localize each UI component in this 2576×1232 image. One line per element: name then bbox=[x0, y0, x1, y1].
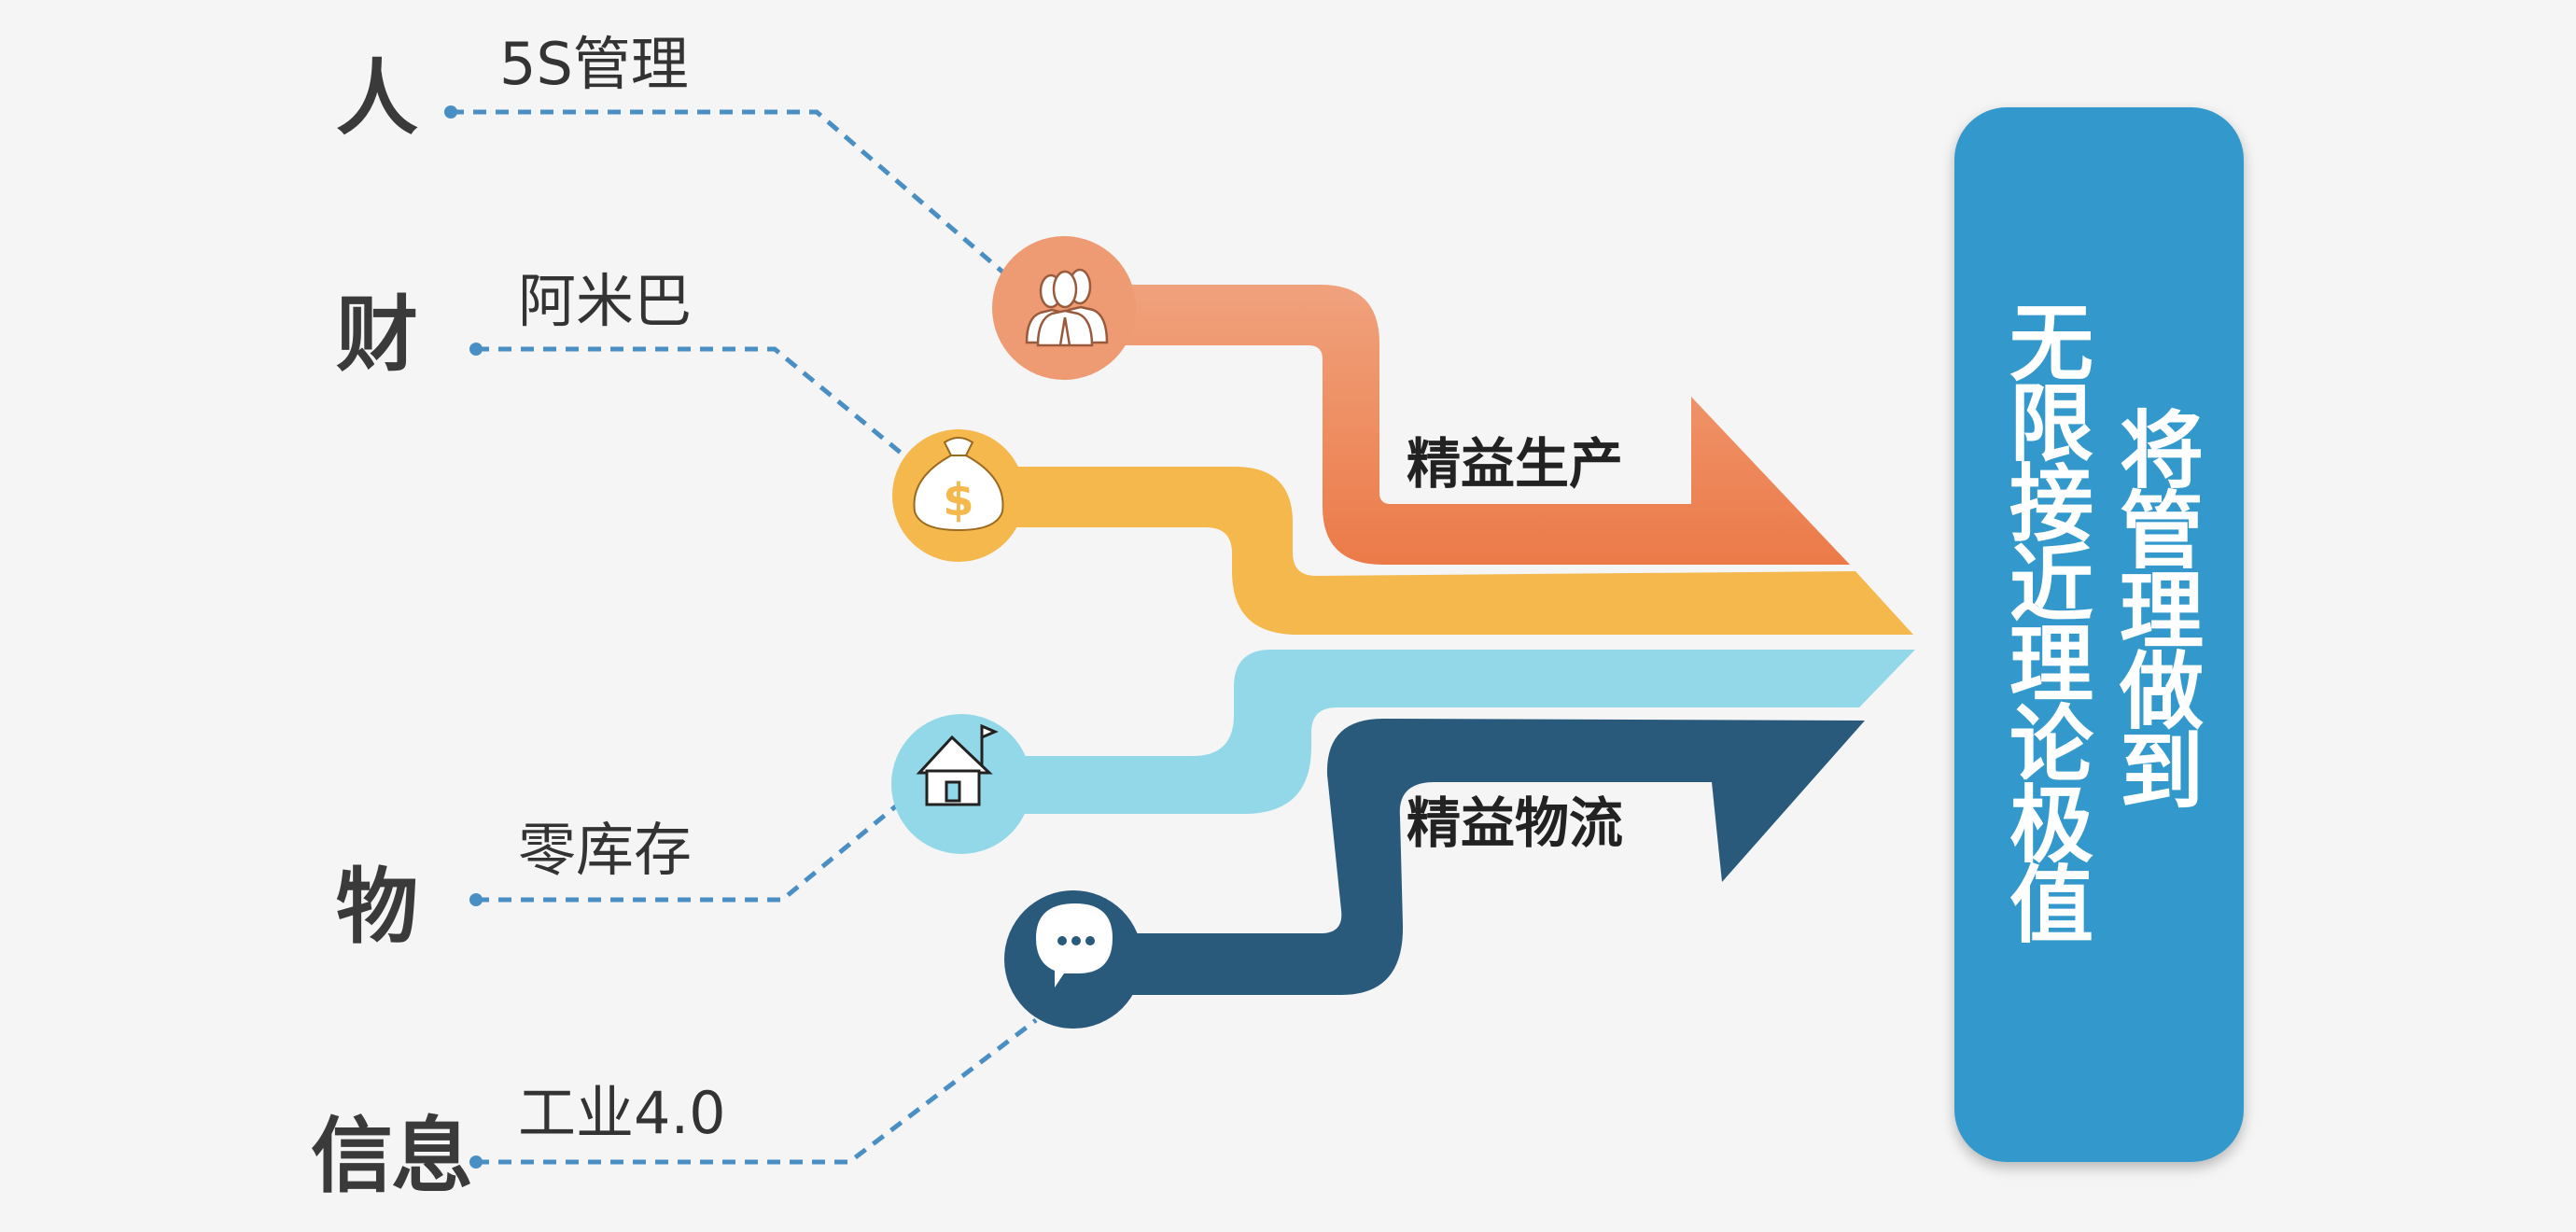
connector-materials bbox=[476, 803, 900, 903]
people-icon bbox=[1025, 268, 1109, 347]
connector-dot-people bbox=[444, 105, 457, 119]
category-people: 人 bbox=[336, 50, 418, 147]
chat-bubble-icon bbox=[1036, 903, 1113, 987]
connector-dot-info bbox=[469, 1155, 483, 1169]
house-icon bbox=[916, 723, 999, 806]
connector-people bbox=[451, 109, 1005, 274]
connector-finance bbox=[476, 346, 903, 455]
light-blue-band bbox=[1022, 650, 1915, 814]
category-finance: 财 bbox=[336, 287, 418, 383]
connector-info bbox=[476, 1018, 1038, 1165]
category-materials: 物 bbox=[336, 859, 418, 955]
flow-label-lean-logistics: 精益物流 bbox=[1407, 791, 1624, 855]
item-zero-inventory: 零库存 bbox=[518, 816, 693, 884]
orange-band bbox=[1073, 285, 1850, 565]
item-industry-4: 工业4.0 bbox=[518, 1079, 726, 1147]
connector-dot-materials bbox=[469, 893, 483, 906]
item-amoeba: 阿米巴 bbox=[518, 267, 693, 335]
goal-line-1: 将管理做到 bbox=[2105, 406, 2203, 807]
goal-panel: 将管理做到 无限接近理论极值 bbox=[1954, 107, 2244, 1162]
money-bag-icon: $ bbox=[913, 437, 1004, 532]
category-information: 信息 bbox=[311, 1108, 473, 1204]
item-5s-management: 5S管理 bbox=[499, 30, 689, 98]
svg-text:$: $ bbox=[943, 474, 973, 526]
dotted-connectors bbox=[451, 109, 1038, 1165]
yellow-band bbox=[1008, 467, 1913, 635]
goal-line-2: 无限接近理论极值 bbox=[1995, 299, 2093, 941]
connector-dot-finance bbox=[469, 343, 483, 356]
flow-label-lean-production: 精益生产 bbox=[1407, 432, 1624, 496]
dark-blue-band bbox=[1120, 719, 1865, 995]
